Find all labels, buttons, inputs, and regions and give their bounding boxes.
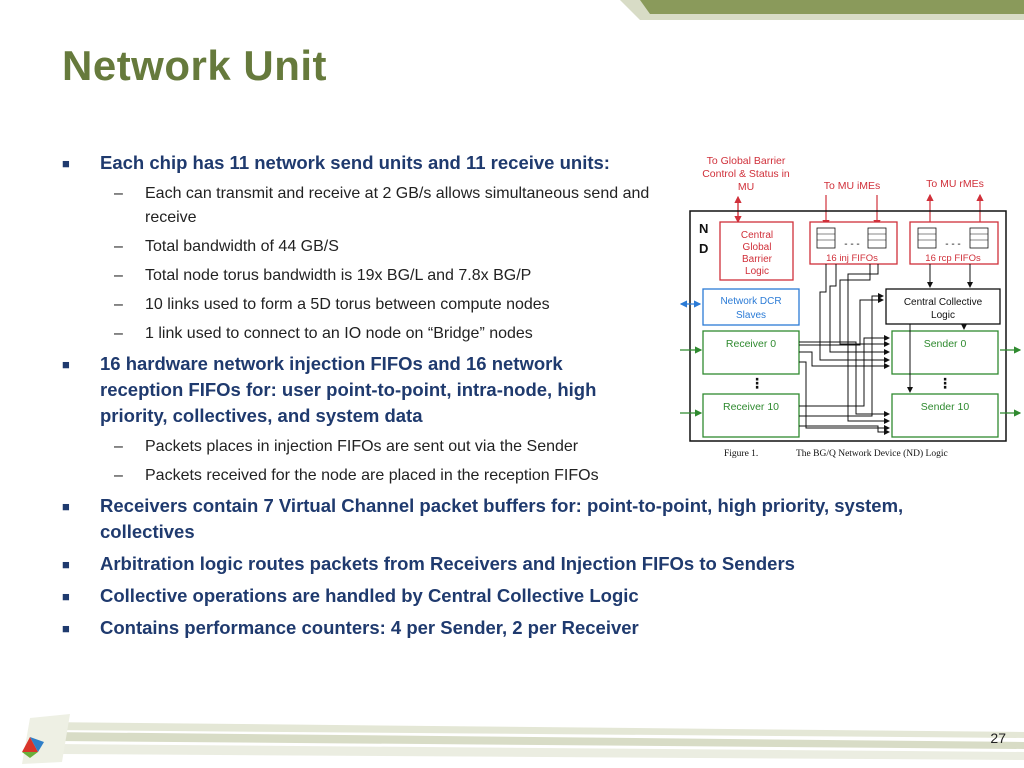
sub-bullet-text: Packets places in injection FIFOs are se… <box>145 438 579 455</box>
rcp-ellipsis: - - - <box>945 239 961 250</box>
receiver-0-label: Receiver 0 <box>726 338 776 350</box>
bullet-2-text: 16 hardware network injection FIFOs and … <box>100 353 597 426</box>
routing-lines <box>799 264 973 435</box>
dash-icon: – <box>114 267 123 284</box>
central-collective-box <box>885 288 1001 325</box>
figure-caption-text: The BG/Q Network Device (ND) Logic <box>796 448 948 459</box>
inj-ellipsis: - - - <box>844 239 860 250</box>
footer-decoration <box>22 714 1024 764</box>
dash-icon: – <box>114 438 123 455</box>
sub-bullet-text: Each can transmit and receive at 2 GB/s … <box>145 185 650 226</box>
receiver-0-box <box>702 330 800 375</box>
receiver-ellipsis: ⋮ <box>750 375 764 391</box>
sub-bullet-text: 10 links used to form a 5D torus between… <box>145 296 550 313</box>
slide-title: Network Unit <box>62 42 328 89</box>
sub-bullet: – Packets received for the node are plac… <box>62 464 992 488</box>
rcp-fifos-label: 16 rcp FIFOs <box>925 253 981 264</box>
dash-icon: – <box>114 467 123 484</box>
dash-icon: – <box>114 325 123 342</box>
top-accent-band <box>620 0 1024 20</box>
square-bullet-icon: ■ <box>62 621 70 636</box>
bullet-1-text: Each chip has 11 network send units and … <box>100 152 610 173</box>
dash-icon: – <box>114 296 123 313</box>
label-global-barrier-3: MU <box>738 181 754 193</box>
nd-label-n: N <box>699 221 708 236</box>
sub-bullet-text: 1 link used to connect to an IO node on … <box>145 325 533 342</box>
bullet-6: ■ Contains performance counters: 4 per S… <box>62 615 992 641</box>
receiver-10-label: Receiver 10 <box>723 401 779 413</box>
dcr-text-2: Slaves <box>736 310 766 321</box>
bullet-5-text: Collective operations are handled by Cen… <box>100 585 639 606</box>
square-bullet-icon: ■ <box>62 557 70 572</box>
bullet-5: ■ Collective operations are handled by C… <box>62 583 992 609</box>
square-bullet-icon: ■ <box>62 357 70 372</box>
bullet-1: ■ Each chip has 11 network send units an… <box>62 150 620 176</box>
label-to-mu-rmes: To MU rMEs <box>926 178 984 190</box>
figure-caption-number: Figure 1. <box>724 449 758 459</box>
sub-bullet: – Total node torus bandwidth is 19x BG/L… <box>62 264 992 288</box>
sub-bullet-text: Packets received for the node are placed… <box>145 467 599 484</box>
sub-bullet: – Total bandwidth of 44 GB/S <box>62 235 992 259</box>
sender-10-label: Sender 10 <box>921 401 970 413</box>
sender-ellipsis: ⋮ <box>938 375 952 391</box>
label-to-mu-imes: To MU iMEs <box>824 180 881 192</box>
collective-text-2: Logic <box>931 310 955 321</box>
barrier-text-4: Logic <box>745 266 769 277</box>
square-bullet-icon: ■ <box>62 156 70 171</box>
fifo-icon <box>917 227 937 249</box>
barrier-text-3: Barrier <box>742 254 773 265</box>
label-global-barrier-2: Control & Status in <box>702 168 790 180</box>
fifo-icon <box>816 227 836 249</box>
square-bullet-icon: ■ <box>62 589 70 604</box>
central-barrier-box <box>719 221 794 281</box>
bullet-6-text: Contains performance counters: 4 per Sen… <box>100 617 639 638</box>
bullet-3-text: Receivers contain 7 Virtual Channel pack… <box>100 495 904 542</box>
nd-outer-box <box>689 210 1007 442</box>
dcr-text-1: Network DCR <box>720 296 781 307</box>
bullet-4: ■ Arbitration logic routes packets from … <box>62 551 992 577</box>
bullet-2: ■ 16 hardware network injection FIFOs an… <box>62 351 620 429</box>
bullet-list: ■ Each chip has 11 network send units an… <box>62 150 992 647</box>
network-device-diagram: To Global Barrier Control & Status in MU… <box>679 155 1022 459</box>
dash-icon: – <box>114 185 123 202</box>
sender-0-label: Sender 0 <box>924 338 967 350</box>
sub-bullet-text: Total node torus bandwidth is 19x BG/L a… <box>145 267 532 284</box>
barrier-text-1: Central <box>741 230 773 241</box>
sub-bullet: – 1 link used to connect to an IO node o… <box>62 322 992 346</box>
sub-bullet: – Each can transmit and receive at 2 GB/… <box>62 182 705 230</box>
bullet-4-text: Arbitration logic routes packets from Re… <box>100 553 795 574</box>
argonne-logo-icon <box>22 737 44 758</box>
dcr-slaves-box <box>702 288 800 326</box>
square-bullet-icon: ■ <box>62 499 70 514</box>
collective-text-1: Central Collective <box>904 297 983 308</box>
fifo-icon <box>867 227 887 249</box>
sender-10-box <box>891 393 999 438</box>
fifo-icon <box>969 227 989 249</box>
nd-label-d: D <box>699 241 708 256</box>
sub-bullet-text: Total bandwidth of 44 GB/S <box>145 238 339 255</box>
inj-fifos-label: 16 inj FIFOs <box>826 253 878 264</box>
receiver-10-box <box>702 393 800 438</box>
dash-icon: – <box>114 238 123 255</box>
label-global-barrier-1: To Global Barrier <box>707 155 786 167</box>
page-number: 27 <box>990 730 1006 746</box>
sub-bullet: – 10 links used to form a 5D torus betwe… <box>62 293 992 317</box>
bullet-3: ■ Receivers contain 7 Virtual Channel pa… <box>62 493 992 545</box>
barrier-text-2: Global <box>743 242 772 253</box>
sub-bullet: – Packets places in injection FIFOs are … <box>62 435 992 459</box>
